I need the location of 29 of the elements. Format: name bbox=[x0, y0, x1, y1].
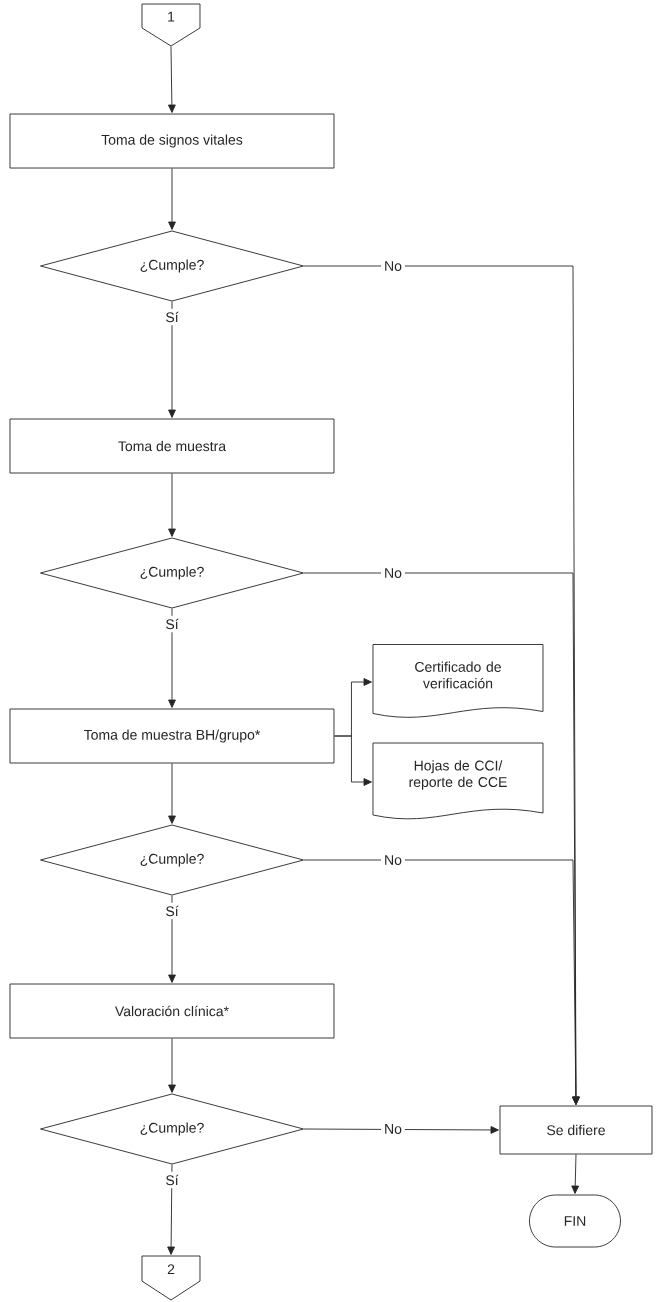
offpage-connector: 1 bbox=[141, 3, 201, 47]
arrow bbox=[168, 895, 176, 983]
edge-label: Sí bbox=[162, 308, 182, 326]
arrow bbox=[571, 1154, 580, 1194]
arrow bbox=[303, 1126, 499, 1134]
arrow bbox=[168, 608, 176, 708]
arrow bbox=[168, 168, 176, 230]
edge-label: No bbox=[381, 258, 405, 274]
arrow bbox=[168, 473, 176, 537]
edge-label: No bbox=[381, 1121, 405, 1137]
process-box: Toma de muestra BH/grupo* bbox=[9, 708, 335, 764]
process-box: Toma de signos vitales bbox=[9, 113, 335, 169]
edge-label: Sí bbox=[162, 1171, 182, 1189]
arrow bbox=[168, 301, 176, 418]
arrow bbox=[303, 859, 580, 1105]
edge-label: No bbox=[381, 852, 405, 868]
edge-label: No bbox=[381, 565, 405, 581]
edge-label: Sí bbox=[162, 902, 182, 920]
terminator: FIN bbox=[529, 1194, 621, 1248]
process-box: Se difiere bbox=[499, 1105, 653, 1155]
arrow bbox=[168, 46, 176, 113]
arrow bbox=[168, 1038, 176, 1093]
process-box: Valoración clínica* bbox=[9, 983, 335, 1039]
process-box: Toma de muestra bbox=[9, 418, 335, 474]
arrow bbox=[168, 763, 176, 824]
arrow bbox=[167, 1164, 175, 1255]
edge-label: Sí bbox=[162, 615, 182, 633]
offpage-connector: 2 bbox=[141, 1255, 201, 1301]
arrow bbox=[334, 735, 372, 786]
